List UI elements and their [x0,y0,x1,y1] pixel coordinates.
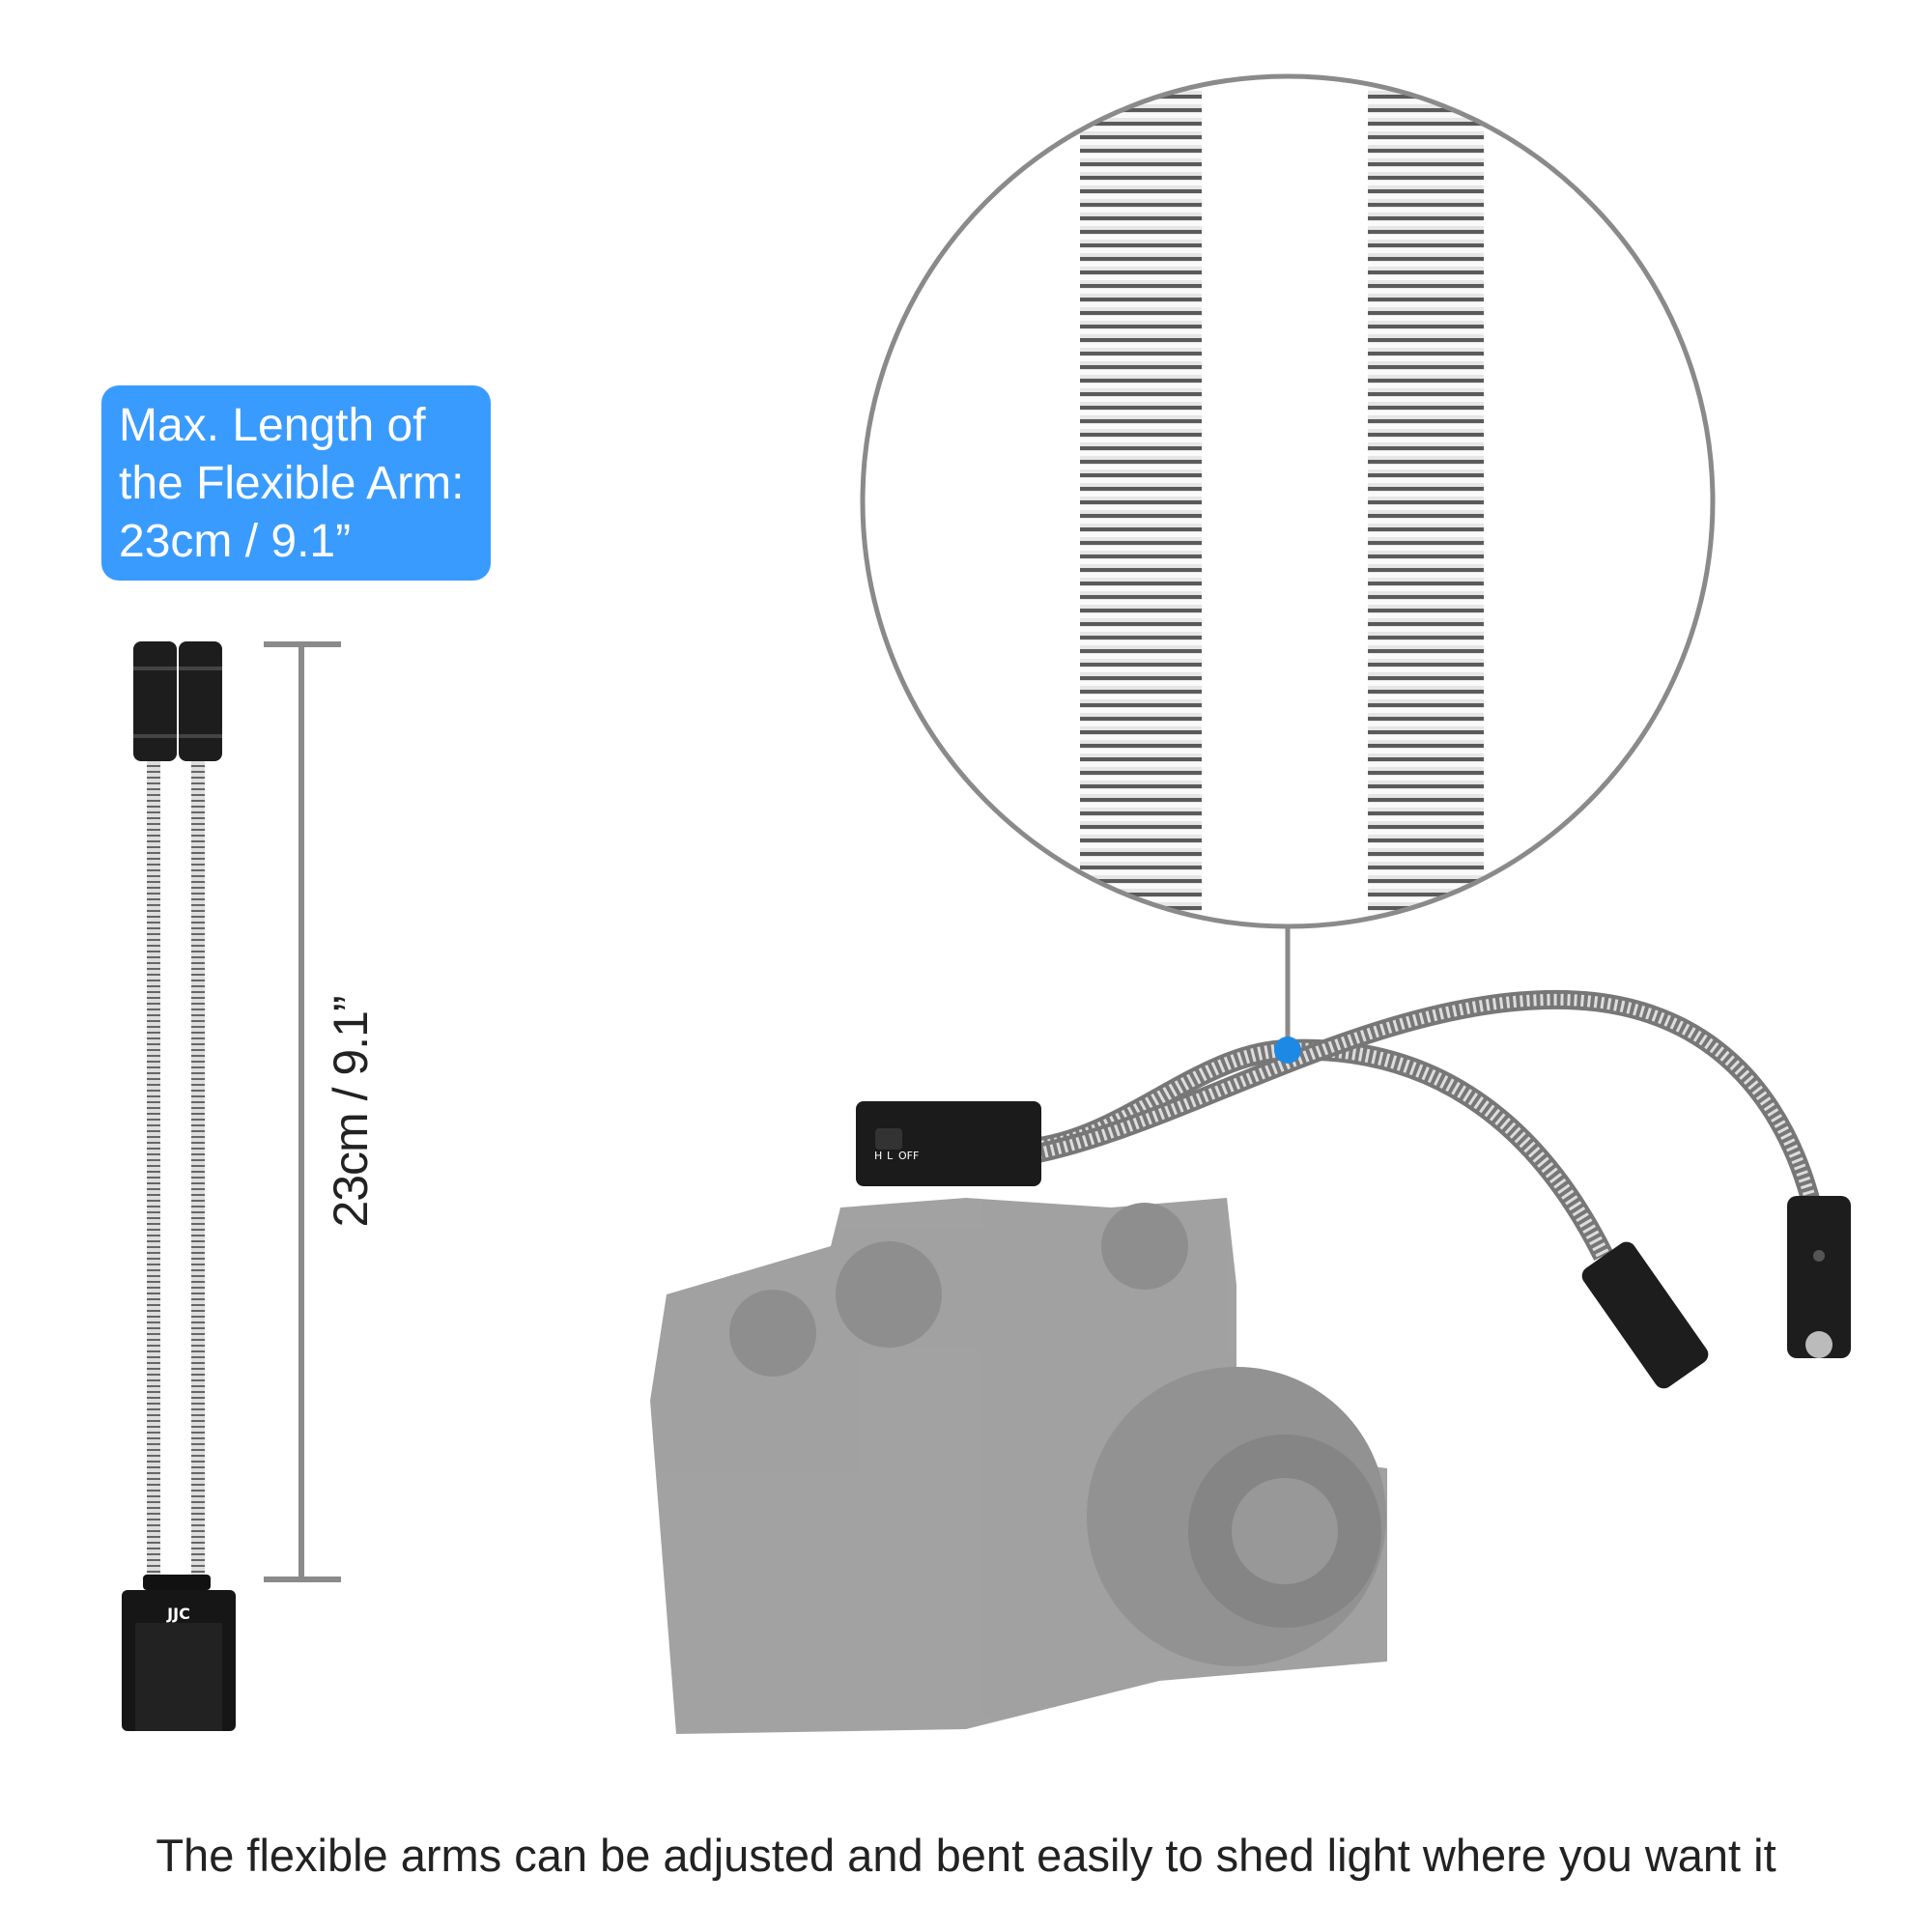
max-length-callout: Max. Length of the Flexible Arm: 23cm / … [101,385,491,581]
caption: The flexible arms can be adjusted and be… [156,1830,1776,1881]
camera [650,1198,1387,1734]
switch-label-l: L [887,1150,894,1162]
dimension-line [264,641,341,1582]
switch-label-h: H [874,1150,882,1162]
mounted-light: H L OFF [856,989,1851,1389]
connection-dot [1274,1037,1301,1064]
light-arms-product: JJC [122,641,236,1731]
dimension-label: 23cm / 9.1” [324,996,378,1228]
callout-line-1: Max. Length of [119,400,426,451]
jjc-logo: JJC [166,1605,190,1623]
zoom-detail-circle [860,73,1716,1050]
switch-label-off: OFF [898,1150,919,1162]
callout-line-3: 23cm / 9.1” [119,516,352,567]
callout-line-2: the Flexible Arm: [119,458,465,509]
